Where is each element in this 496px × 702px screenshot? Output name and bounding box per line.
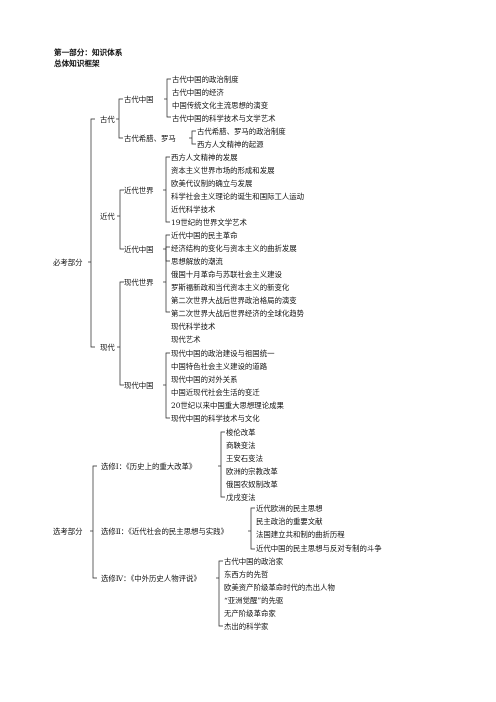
list-item: 古代中国的经济 <box>172 88 224 97</box>
section-heading: 第一部分：知识体系 <box>54 48 123 57</box>
list-item: 近代科学技术 <box>171 205 216 214</box>
list-item: 欧洲的宗教改革 <box>226 467 278 476</box>
list-item: 现代科学技术 <box>171 322 216 331</box>
list-item: 近代中国的民主革命 <box>171 231 238 240</box>
ancient-china-label: 古代中国 <box>124 95 154 104</box>
section-subheading: 总体知识框架 <box>54 59 100 68</box>
list-item: 20世纪以来中国重大思想理论成果 <box>171 401 284 410</box>
list-item: 中国近现代社会生活的变迁 <box>171 388 260 397</box>
list-item: 近代欧洲的民主思想 <box>256 504 323 513</box>
list-item: 欧美资产阶级革命时代的杰出人物 <box>224 583 335 592</box>
list-item: 王安石变法 <box>226 454 263 463</box>
contemporary-label: 现代 <box>100 343 115 352</box>
list-item: 古代中国的政治制度 <box>172 75 239 84</box>
modern-label: 近代 <box>100 212 115 221</box>
list-item: 现代中国的对外关系 <box>171 375 238 384</box>
list-item: 东西方的先哲 <box>224 570 269 579</box>
list-item: 古代中国的政治家 <box>224 557 284 566</box>
list-item: 西方人文精神的发展 <box>171 153 238 162</box>
elective-module-4-label: 选修Ⅳ：《中外历史人物评说》 <box>101 574 201 583</box>
list-item: 中国特色社会主义建设的道路 <box>171 362 268 371</box>
list-item: 商鞅变法 <box>226 441 256 450</box>
list-item: 资本主义世界市场的形成和发展 <box>171 166 275 175</box>
elective-module-1-label: 选修Ⅰ：《历史上的重大改革》 <box>101 462 197 471</box>
list-item: 第二次世界大战后世界政治格局的演变 <box>171 296 297 305</box>
list-item: 戊戌变法 <box>226 493 256 502</box>
list-item: 无产阶级革命家 <box>224 609 276 618</box>
ancient-label: 古代 <box>100 115 115 124</box>
list-item: 中国传统文化主流思想的演变 <box>172 101 269 110</box>
contemporary-world-label: 现代世界 <box>124 278 154 287</box>
list-item: 罗斯福新政和当代资本主义的新变化 <box>171 283 290 292</box>
elective-module-2-label: 选修Ⅱ：《近代社会的民主思想与实践》 <box>101 527 228 536</box>
required-section-label: 必考部分 <box>53 258 83 267</box>
list-item: 思想解放的潮流 <box>171 257 223 266</box>
list-item: 古代希腊、罗马的政治制度 <box>197 127 286 136</box>
list-item: 19世纪的世界文学艺术 <box>171 218 247 227</box>
list-item: 第二次世界大战后世界经济的全球化趋势 <box>171 309 305 318</box>
list-item: 杰出的科学家 <box>224 622 269 631</box>
ancient-greece-rome-label: 古代希腊、罗马 <box>124 134 176 143</box>
list-item: 经济结构的变化与资本主义的曲折发展 <box>171 244 297 253</box>
modern-china-label: 近代中国 <box>124 245 154 254</box>
contemporary-china-label: 现代中国 <box>124 381 154 390</box>
list-item: “亚洲觉醒”的先驱 <box>224 596 284 605</box>
list-item: 俄国十月革命与苏联社会主义建设 <box>171 270 282 279</box>
list-item: 近代中国的民主思想与反对专制的斗争 <box>256 544 382 553</box>
list-item: 现代中国的政治建设与祖国统一 <box>171 349 275 358</box>
list-item: 民主政治的重要文献 <box>256 517 323 526</box>
list-item: 西方人文精神的起源 <box>197 140 264 149</box>
elective-section-label: 选考部分 <box>53 527 83 536</box>
list-item: 俄国农奴制改革 <box>226 480 278 489</box>
list-item: 科学社会主义理论的诞生和国际工人运动 <box>171 192 305 201</box>
list-item: 法国建立共和制的曲折历程 <box>256 530 345 539</box>
list-item: 梭伦改革 <box>226 428 256 437</box>
list-item: 现代艺术 <box>171 335 201 344</box>
modern-world-label: 近代世界 <box>124 186 154 195</box>
list-item: 欧美代议制的确立与发展 <box>171 179 253 188</box>
list-item: 古代中国的科学技术与文学艺术 <box>172 114 276 123</box>
list-item: 现代中国的科学技术与文化 <box>171 414 260 423</box>
